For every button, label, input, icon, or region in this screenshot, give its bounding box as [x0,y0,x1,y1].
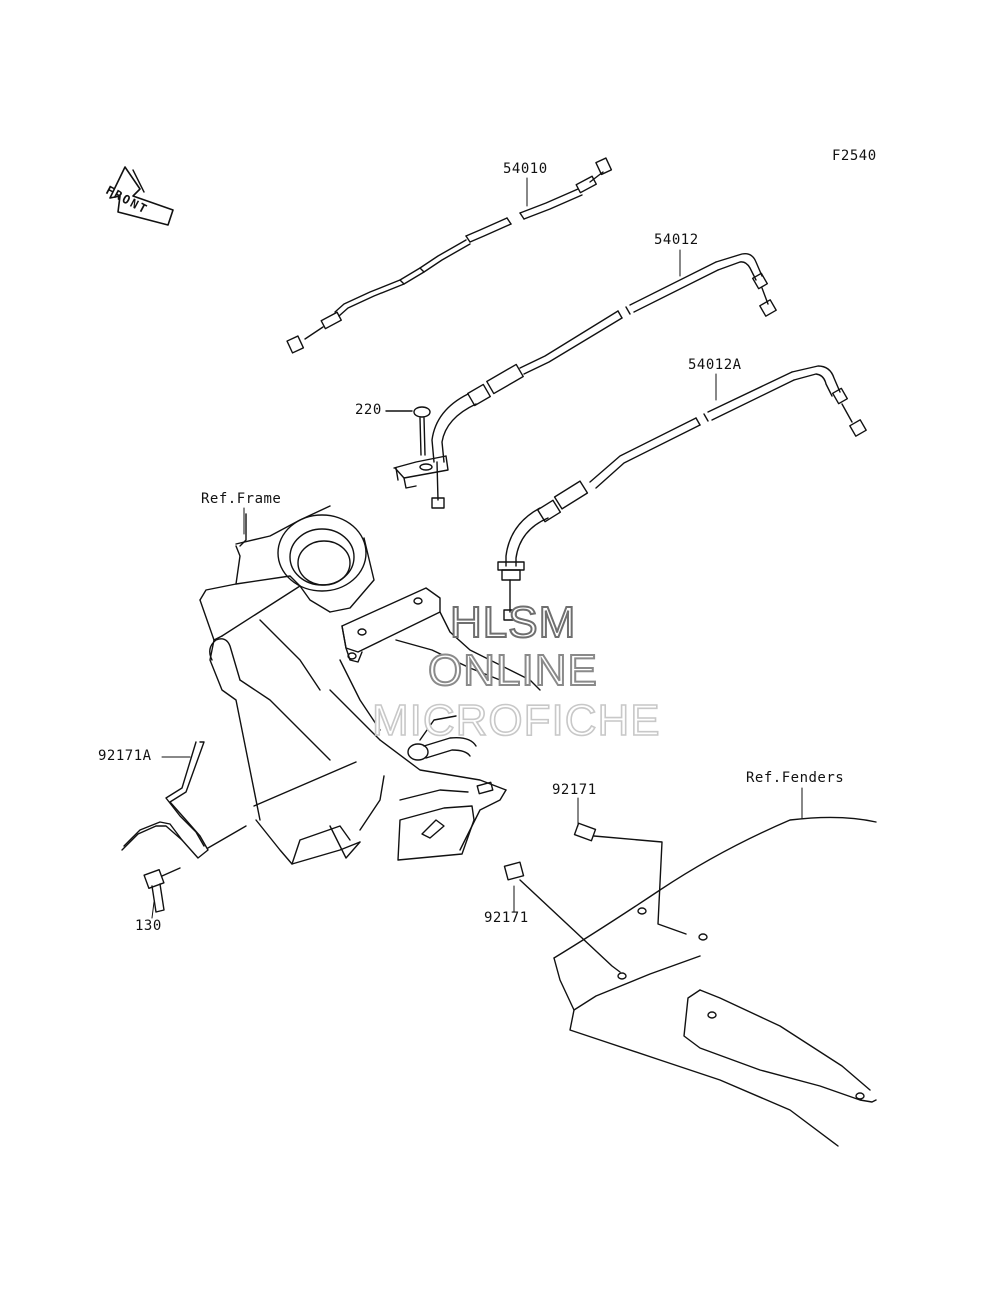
callout-92171a[interactable]: 92171A [98,748,152,764]
callout-ref-fenders[interactable]: Ref.Fenders [746,770,845,786]
cable-clamp-92171-upper [573,822,687,935]
callout-92171-lower[interactable]: 92171 [484,910,529,926]
callout-54012a[interactable]: 54012A [688,357,742,373]
callout-130[interactable]: 130 [135,918,162,934]
callout-54010[interactable]: 54010 [503,161,548,177]
watermark-line-1: HLSM [449,597,577,648]
leader-lines [151,177,803,919]
throttle-cable-54010 [286,157,613,354]
frame-outline [199,505,541,865]
fender-outline [553,816,877,1147]
throttle-cable-54012a [497,365,867,621]
watermark-line-2: ONLINE [427,645,598,696]
diagram-code: F2540 [832,148,877,164]
cable-guide-92171a [121,741,247,913]
cable-bracket [385,406,449,489]
callout-92171-upper[interactable]: 92171 [552,782,597,798]
front-arrow-icon [109,166,174,226]
callout-ref-frame[interactable]: Ref.Frame [201,491,282,507]
throttle-cable-54012 [431,252,777,509]
watermark-line-3: MICROFICHE [371,695,661,746]
callout-220[interactable]: 220 [355,402,382,418]
callout-54012[interactable]: 54012 [654,232,699,248]
cable-clamp-92171-lower [503,861,621,973]
